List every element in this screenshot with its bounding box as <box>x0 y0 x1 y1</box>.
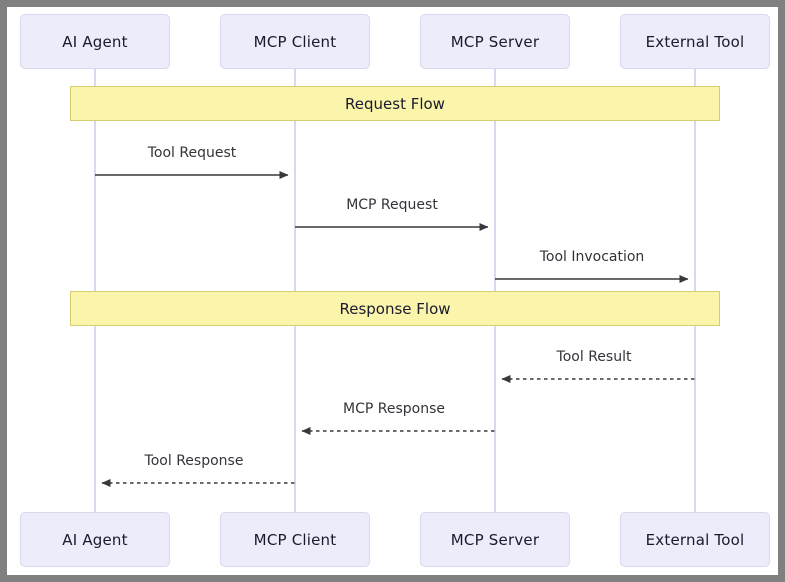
message-label-mcp-request: MCP Request <box>346 197 438 213</box>
participant-label-mcp-client-bottom: MCP Client <box>253 530 337 549</box>
participant-box-ai-agent-top[interactable]: AI Agent <box>20 14 170 69</box>
participant-box-mcp-client-top[interactable]: MCP Client <box>220 14 370 69</box>
message-label-tool-response: Tool Response <box>144 453 244 469</box>
section-banner-label-request-flow: Request Flow <box>345 94 445 113</box>
participant-box-mcp-server-bottom[interactable]: MCP Server <box>420 512 570 567</box>
message-label-tool-request: Tool Request <box>147 145 237 161</box>
participant-box-mcp-server-top[interactable]: MCP Server <box>420 14 570 69</box>
participant-label-ai-agent-bottom: AI Agent <box>62 530 128 549</box>
section-banner-label-response-flow: Response Flow <box>339 299 451 318</box>
participant-box-external-tool-bottom[interactable]: External Tool <box>620 512 770 567</box>
message-arrows <box>95 171 695 487</box>
diagram-canvas: AI Agent MCP Client MCP Server External … <box>7 7 778 575</box>
participant-label-ai-agent-top: AI Agent <box>62 32 128 51</box>
message-label-tool-invocation: Tool Invocation <box>539 249 645 265</box>
participant-label-mcp-server-bottom: MCP Server <box>450 530 540 549</box>
message-label-mcp-response: MCP Response <box>343 401 445 417</box>
participant-label-external-tool-bottom: External Tool <box>645 530 745 549</box>
lifelines <box>94 69 696 512</box>
message-label-tool-result: Tool Result <box>556 349 632 365</box>
diagram-vector-layer <box>94 69 696 512</box>
participant-box-mcp-client-bottom[interactable]: MCP Client <box>220 512 370 567</box>
section-banner-response-flow: Response Flow <box>70 291 720 326</box>
participant-box-ai-agent-bottom[interactable]: AI Agent <box>20 512 170 567</box>
participant-label-mcp-client-top: MCP Client <box>253 32 337 51</box>
participant-label-external-tool-top: External Tool <box>645 32 745 51</box>
participant-box-external-tool-top[interactable]: External Tool <box>620 14 770 69</box>
section-banner-request-flow: Request Flow <box>70 86 720 121</box>
participant-label-mcp-server-top: MCP Server <box>450 32 540 51</box>
